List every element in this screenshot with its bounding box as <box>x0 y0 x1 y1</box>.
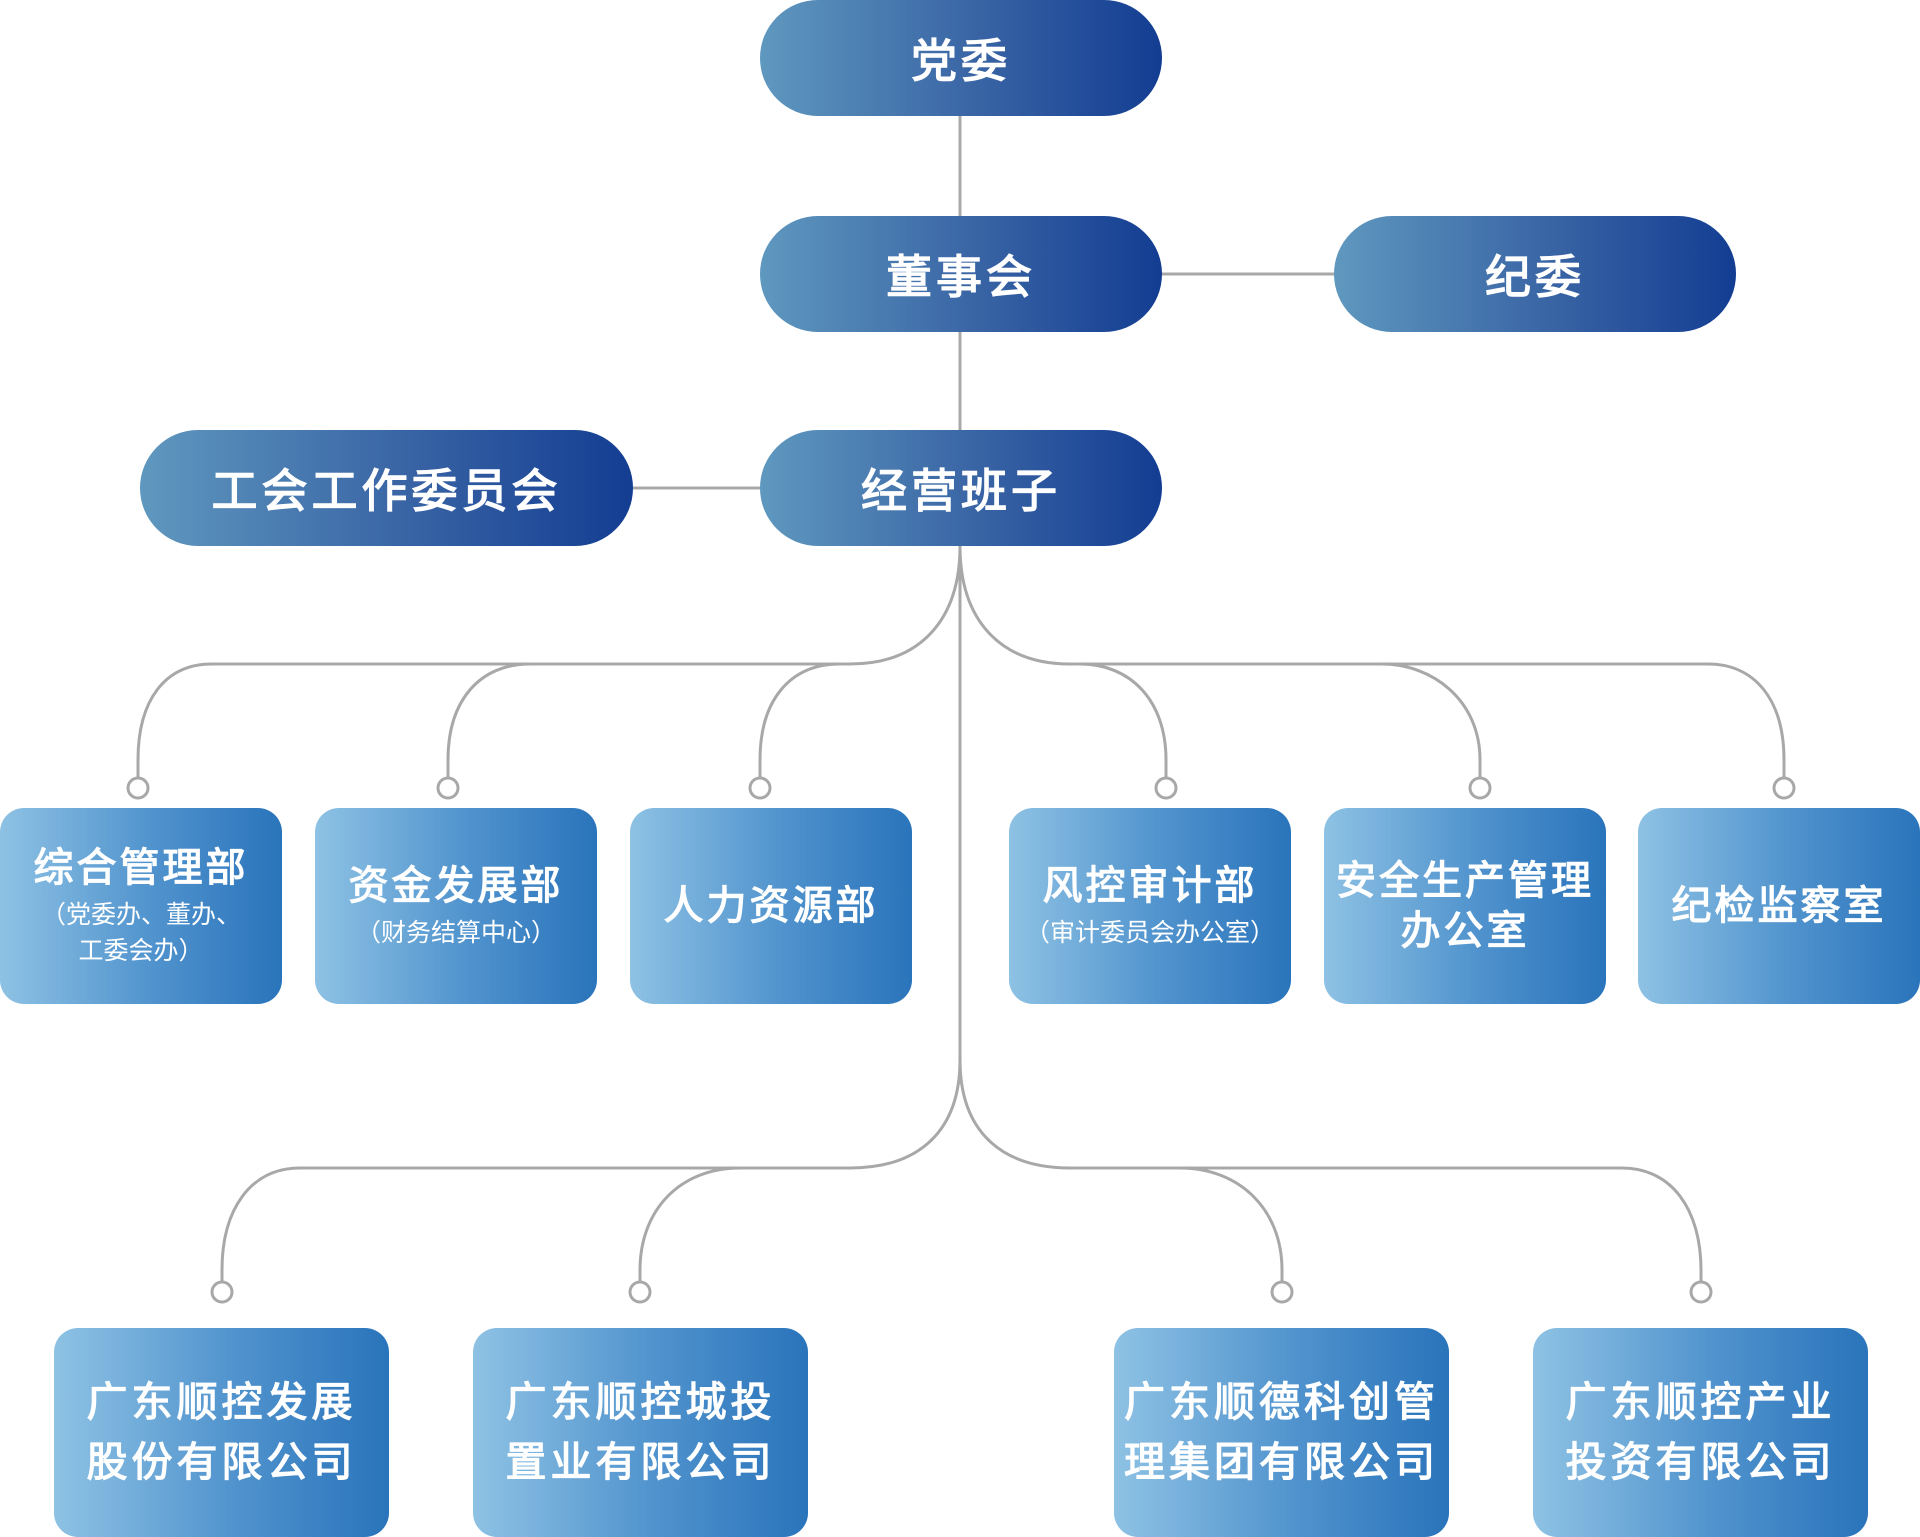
dept-name: 资金发展部 <box>348 862 564 909</box>
dept-human-resources: 人力资源部 <box>630 808 912 1004</box>
branch-dept-3 <box>758 662 841 780</box>
node-board: 董事会 <box>760 216 1162 332</box>
node-union-committee: 工会工作委员会 <box>140 430 633 546</box>
company-name-line2: 理集团有限公司 <box>1124 1437 1439 1486</box>
company-urban-investment: 广东顺控城投 置业有限公司 <box>473 1328 808 1537</box>
company-name-line2: 置业有限公司 <box>505 1437 776 1486</box>
dept-discipline-inspection: 纪检监察室 <box>1638 808 1920 1004</box>
node-board-label: 董事会 <box>886 250 1036 304</box>
company-name-line1: 广东顺控城投 <box>505 1378 776 1427</box>
dot-dept-4 <box>1154 776 1178 800</box>
dot-co-1 <box>210 1280 234 1304</box>
company-tech-innovation: 广东顺德科创管 理集团有限公司 <box>1114 1328 1449 1537</box>
company-development: 广东顺控发展 股份有限公司 <box>54 1328 389 1537</box>
dot-dept-5 <box>1468 776 1492 800</box>
branch-co-1 <box>220 1166 301 1290</box>
node-discipline-committee-label: 纪委 <box>1485 250 1585 304</box>
node-party-committee-label: 党委 <box>911 34 1011 88</box>
branch-left-departments <box>212 545 962 666</box>
dot-dept-6 <box>1772 776 1796 800</box>
branch-dept-6 <box>1707 662 1786 780</box>
dot-co-2 <box>628 1280 652 1304</box>
dept-fund-development: 资金发展部 （财务结算中心） <box>315 808 597 1004</box>
node-union-committee-label: 工会工作委员会 <box>211 464 562 518</box>
dept-subtitle: （财务结算中心） <box>355 917 556 947</box>
branch-co-4 <box>1621 1166 1703 1290</box>
company-name-line2: 投资有限公司 <box>1565 1437 1836 1486</box>
node-discipline-committee: 纪委 <box>1334 216 1736 332</box>
node-management-team: 经营班子 <box>760 430 1162 546</box>
dot-dept-2 <box>436 776 460 800</box>
node-party-committee: 党委 <box>760 0 1162 116</box>
branch-co-3 <box>1179 1166 1284 1290</box>
branch-right-companies <box>958 1059 1622 1170</box>
dept-name: 风控审计部 <box>1042 862 1258 909</box>
company-industry-investment: 广东顺控产业 投资有限公司 <box>1533 1328 1868 1537</box>
branch-dept-4 <box>1079 662 1168 780</box>
branch-dept-5 <box>1381 662 1482 780</box>
branch-left-companies <box>300 1059 962 1170</box>
dot-dept-3 <box>748 776 772 800</box>
branch-co-2 <box>638 1166 741 1290</box>
dept-subtitle-2: 工委会办） <box>78 936 204 965</box>
dept-name: 纪检监察室 <box>1671 883 1887 929</box>
dept-name: 综合管理部 <box>33 844 249 891</box>
dot-co-4 <box>1689 1280 1713 1304</box>
company-name-line1: 广东顺控产业 <box>1565 1378 1836 1427</box>
branch-dept-1 <box>136 662 213 780</box>
dept-name-line2: 办公室 <box>1400 908 1530 954</box>
dept-name: 安全生产管理 <box>1336 858 1594 904</box>
dot-co-3 <box>1270 1280 1294 1304</box>
branch-right-departments <box>958 545 1708 666</box>
company-name-line1: 广东顺德科创管 <box>1124 1378 1439 1427</box>
company-name-line1: 广东顺控发展 <box>86 1378 357 1427</box>
company-name-line2: 股份有限公司 <box>86 1437 357 1486</box>
dot-dept-1 <box>126 776 150 800</box>
dept-subtitle: （审计委员会办公室） <box>1024 917 1275 947</box>
dept-risk-audit: 风控审计部 （审计委员会办公室） <box>1009 808 1291 1004</box>
dept-general-management: 综合管理部 （党委办、董办、 工委会办） <box>0 808 282 1004</box>
node-management-team-label: 经营班子 <box>861 464 1061 518</box>
dept-subtitle: （党委办、董办、 <box>40 899 241 929</box>
dept-safety-office: 安全生产管理 办公室 <box>1324 808 1606 1004</box>
dept-name: 人力资源部 <box>663 883 879 929</box>
branch-dept-2 <box>446 662 531 780</box>
